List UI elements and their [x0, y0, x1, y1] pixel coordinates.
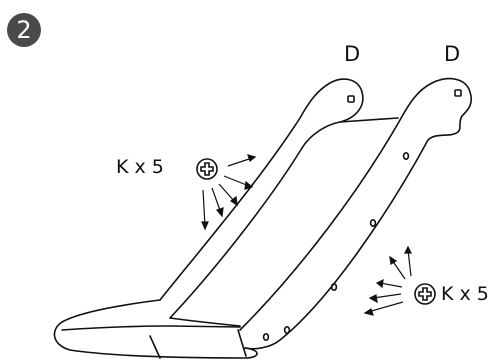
- right-rail-mount-hole: [454, 89, 462, 97]
- part-label-left-rail: D: [344, 42, 361, 66]
- rail-hole: [402, 152, 410, 161]
- right-side-rail: [239, 77, 473, 350]
- phillips-screw-icon: [196, 158, 218, 180]
- rail-hole: [369, 219, 377, 228]
- insertion-arrows-right: [363, 245, 412, 316]
- rail-hole: [330, 282, 338, 291]
- slide-exit-fold: [237, 329, 247, 357]
- slide-bed: [339, 117, 399, 123]
- part-label-right-rail: D: [444, 42, 461, 66]
- slide-exit-fold: [149, 335, 161, 359]
- left-rail-mount-hole: [347, 95, 355, 103]
- step-number: 2: [16, 16, 32, 44]
- slide-exit-lip-inner: [61, 325, 241, 331]
- slide-exit-lip: [53, 299, 258, 359]
- fastener-quantity-left: K x 5: [116, 156, 164, 178]
- insertion-arrows-left: [201, 154, 257, 231]
- rail-hole: [283, 325, 291, 334]
- step-number-badge: 2: [7, 13, 41, 47]
- left-side-rail: [159, 78, 364, 319]
- fastener-quantity-right: K x 5: [441, 283, 489, 305]
- slide-bed-edge: [169, 317, 241, 327]
- phillips-screw-icon: [414, 283, 436, 305]
- rail-hole: [262, 332, 270, 341]
